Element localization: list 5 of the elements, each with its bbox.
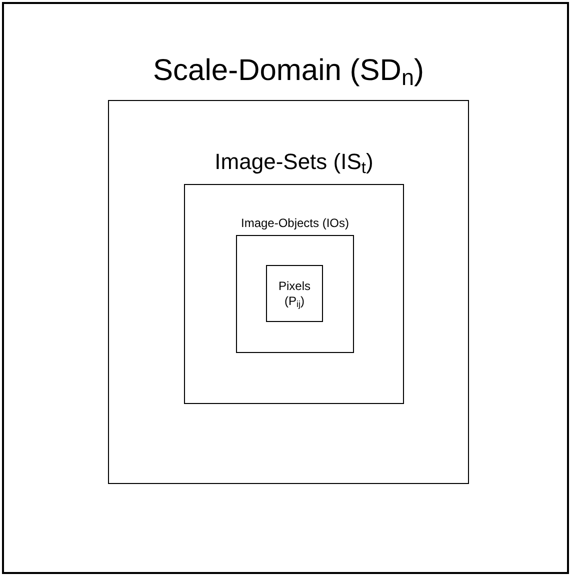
box-heading: Image-Sets (IS$_{t}$) [214,151,374,174]
box-label: Pixels (P$_{ij}$) [277,278,312,308]
box-heading: Image-Objects (IOs) [240,216,350,229]
nested-box [266,265,323,322]
box-heading: Scale-Domain (SD$_{n}$) [153,56,424,86]
